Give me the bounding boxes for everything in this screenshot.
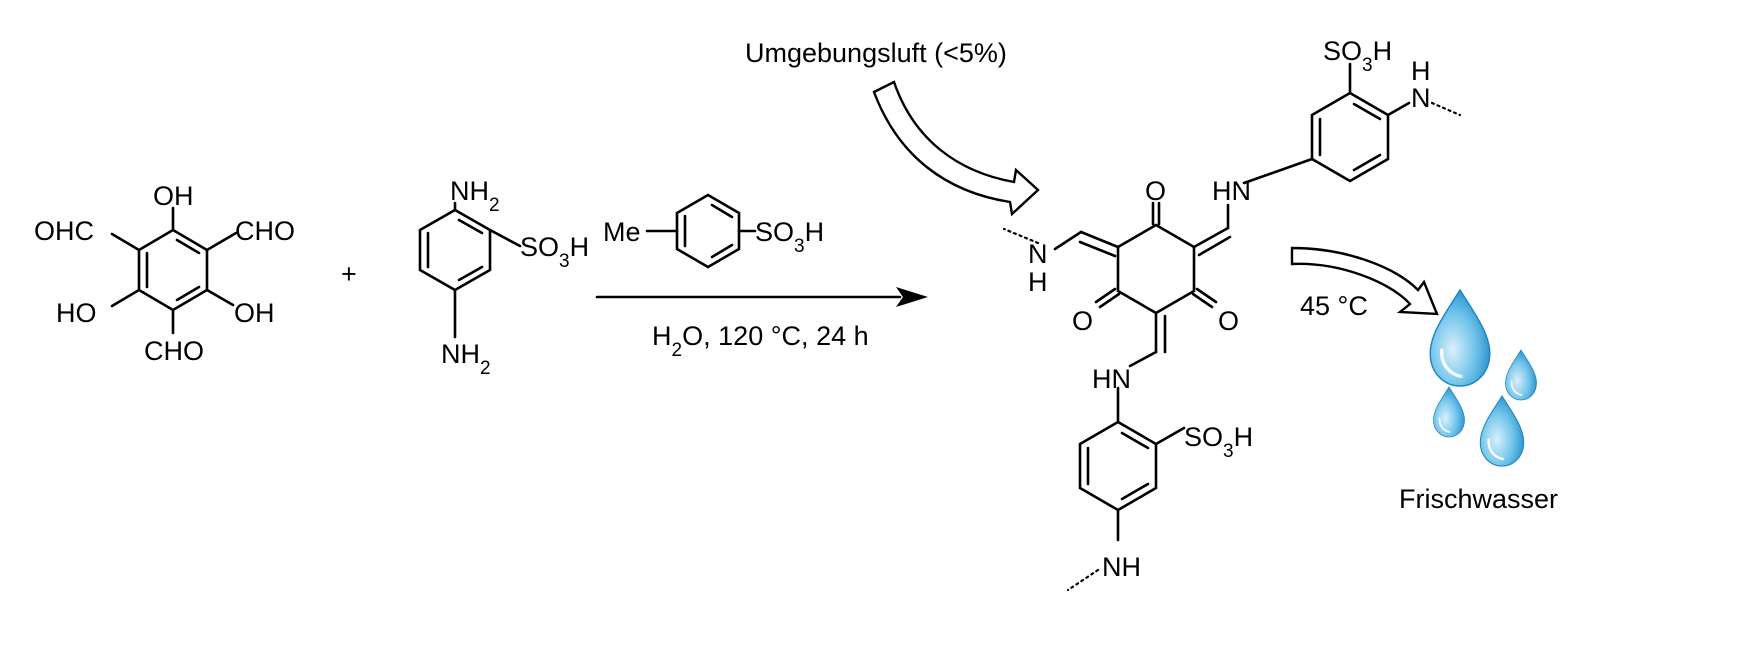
reactant1-oh-top: OH — [153, 181, 194, 211]
product-top-aryl-so3h: SO3H — [1323, 36, 1392, 76]
reactant1-oh-right: OH — [234, 298, 275, 328]
reactant2-ring — [418, 208, 492, 292]
reactant1-aromatic-bonds — [145, 238, 201, 302]
reactant-triformylphloroglucinol: OH OHC CHO HO OH CHO — [34, 181, 295, 366]
product-bottom-aryl-ring — [1078, 420, 1158, 512]
water-drop-medium — [1479, 394, 1525, 468]
water-drop-small-left — [1432, 386, 1466, 438]
reactant2-nh2-top: NH2 — [450, 176, 500, 216]
product-enamine-right — [1192, 203, 1232, 257]
reactant2-substituent-bonds — [453, 201, 522, 339]
product-bottom-aryl: SO3H NH — [1066, 420, 1253, 592]
product-top-aryl: SO3H N H — [1242, 36, 1462, 185]
reactant2-so3h: SO3H — [520, 232, 589, 272]
product-carbonyl-right: O — [1218, 306, 1239, 336]
product-carbonyl-left: O — [1072, 306, 1093, 336]
reactant1-ring — [137, 228, 209, 312]
product-bottom-dashed-link — [1066, 568, 1100, 592]
product-nh-lower: HN — [1092, 364, 1131, 394]
reactant2-aromatic-bonds — [426, 218, 484, 282]
reaction-conditions: H2O, 120 °C, 24 h — [652, 321, 869, 361]
catalyst-sulfonic-acid: SO3H — [755, 217, 824, 257]
temperature-label: 45 °C — [1300, 291, 1368, 321]
product-top-aryl-ring — [1310, 91, 1390, 183]
product-carbonyl-top: O — [1145, 176, 1166, 206]
product-nh-left-h: H — [1028, 267, 1048, 297]
reactant2-nh2-bottom: NH2 — [441, 339, 491, 379]
reactant1-substituent-bonds — [110, 206, 238, 335]
product-top-aryl-h: H — [1411, 56, 1431, 86]
product-core-ring — [1116, 223, 1196, 315]
catalyst-aromatic-bonds — [683, 203, 734, 259]
product-bottom-aryl-so3h: SO3H — [1184, 422, 1253, 462]
reactant-diaminobenzenesulfonic-acid: NH2 SO3H NH2 — [418, 176, 589, 379]
water-drop-small-right — [1504, 349, 1538, 401]
product-left-dashed-link — [1002, 227, 1040, 245]
product-bottom-aryl-nh: NH — [1102, 552, 1141, 582]
product-enamine-lower — [1116, 311, 1167, 424]
reactant1-oh-left: HO — [56, 298, 97, 328]
product-enamine-left — [1053, 230, 1120, 258]
product-carbonyl-bonds — [1094, 201, 1218, 309]
product-cof-fragment: O O O HN N H HN — [1002, 36, 1462, 592]
product-nh-left-n: N — [1028, 239, 1048, 269]
plus-sign: + — [341, 259, 357, 289]
catalyst-ptsa: Me SO3H — [603, 193, 824, 269]
product-top-aryl-n: N — [1411, 83, 1431, 113]
ambient-air-arrow — [872, 80, 1040, 217]
reactant1-cho-right: CHO — [235, 216, 295, 246]
catalyst-ring — [675, 193, 741, 269]
reaction-arrow-group: Me SO3H H2O, 120 °C, 24 h — [595, 193, 928, 361]
product-top-dashed-link — [1430, 101, 1462, 117]
reactant1-cho-bottom: CHO — [144, 336, 204, 366]
product-nh-upper-right: HN — [1212, 176, 1251, 206]
water-drops — [1428, 288, 1538, 468]
ambient-air-label: Umgebungsluft (<5%) — [745, 38, 1007, 68]
reactant1-cho-left: OHC — [34, 216, 94, 246]
water-drop-large — [1428, 288, 1492, 388]
heating-arrow — [1290, 246, 1439, 316]
fresh-water-label: Frischwasser — [1399, 484, 1558, 514]
catalyst-methyl: Me — [603, 217, 641, 247]
reaction-arrowhead — [896, 287, 928, 307]
